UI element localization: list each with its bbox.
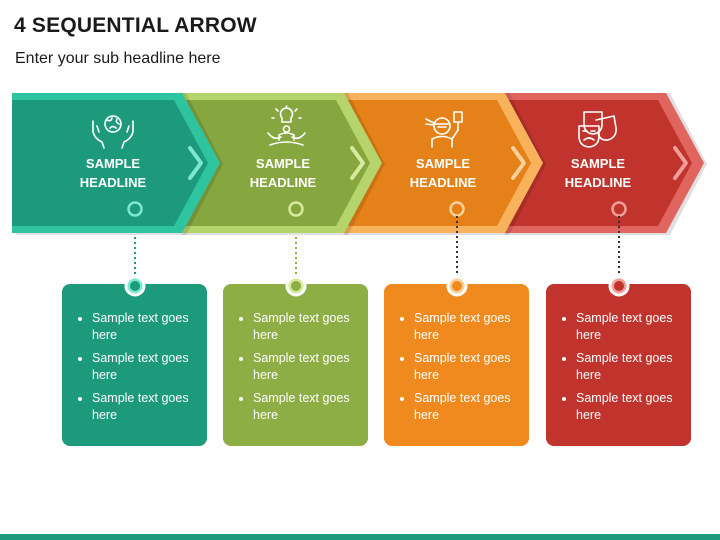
arrow-step-2-inner (178, 100, 370, 226)
theater-masks-icon (578, 111, 617, 148)
step-3-headline-line2: HEADLINE (410, 175, 477, 190)
step-2-bullet: Sample text goes here (237, 390, 358, 424)
arrow-step-4 (500, 93, 707, 235)
step-4-headline-line1: SAMPLE (571, 156, 626, 171)
step-1-headline-line1: SAMPLE (86, 156, 141, 171)
step-1-bullet: Sample text goes here (76, 390, 197, 424)
globe-in-hands-icon (92, 115, 134, 149)
step-2-headline-line2: HEADLINE (250, 175, 317, 190)
chevron-right-icon (350, 146, 365, 180)
arrow-step-1-inner (12, 100, 208, 226)
ninja-warrior-icon (425, 111, 463, 148)
step-1-bullet: Sample text goes here (76, 310, 197, 344)
step-4-bullet: Sample text goes here (560, 350, 681, 384)
arrow-step-4-inner (500, 100, 692, 226)
step-1-headline-line2: HEADLINE (80, 175, 147, 190)
step-2-bullet: Sample text goes here (237, 310, 358, 344)
arrow-step-3 (339, 93, 546, 235)
step-3-headline-line1: SAMPLE (416, 156, 471, 171)
slide-title: 4 SEQUENTIAL ARROW (14, 14, 257, 37)
step-3-bullet: Sample text goes here (398, 350, 519, 384)
step-3-bullet: Sample text goes here (398, 310, 519, 344)
step-4-bullet: Sample text goes here (560, 390, 681, 424)
step-3-bullet: Sample text goes here (398, 390, 519, 424)
step-3-card: Sample text goes here Sample text goes h… (384, 284, 529, 446)
chevron-right-icon (673, 146, 688, 180)
step-4-headline-line2: HEADLINE (565, 175, 632, 190)
chevron-right-icon (188, 146, 203, 180)
step-2-headline-line1: SAMPLE (256, 156, 311, 171)
step-2-bullet: Sample text goes here (237, 350, 358, 384)
arrow-step-1 (12, 93, 223, 235)
slide-subtitle: Enter your sub headline here (15, 50, 221, 67)
arrow-step-2 (178, 93, 385, 235)
step-2-card: Sample text goes here Sample text goes h… (223, 284, 368, 446)
arrow-step-3-inner (339, 100, 531, 226)
footer-accent-bar (0, 534, 720, 540)
meditation-idea-icon (267, 105, 306, 146)
chevron-right-icon (511, 146, 526, 180)
step-4-bullet: Sample text goes here (560, 310, 681, 344)
step-4-card: Sample text goes here Sample text goes h… (546, 284, 691, 446)
step-1-bullet: Sample text goes here (76, 350, 197, 384)
step-1-card: Sample text goes here Sample text goes h… (62, 284, 207, 446)
